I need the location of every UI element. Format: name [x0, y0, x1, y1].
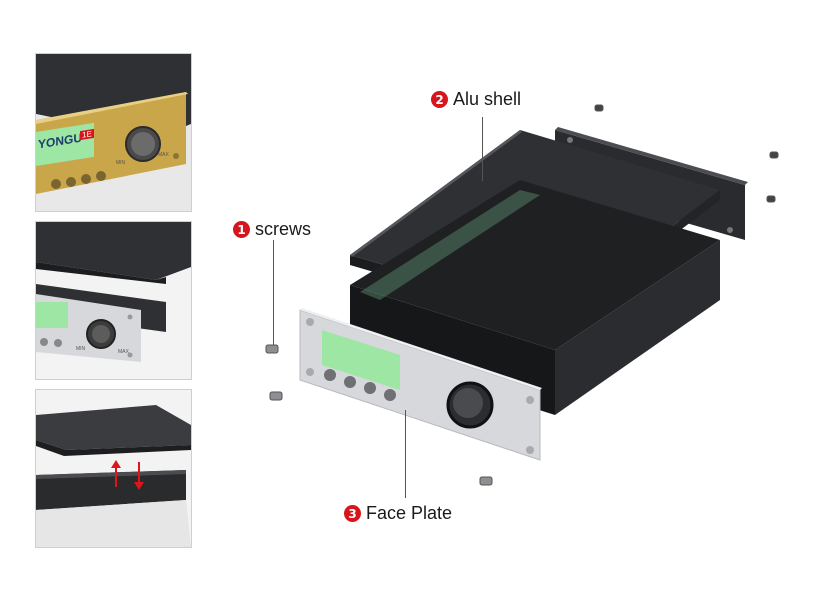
thumbnail-shell-slide — [35, 389, 192, 548]
callout-label: Face Plate — [366, 503, 453, 523]
knob-min-label: MIN — [76, 346, 86, 352]
screw-icon — [265, 104, 779, 486]
callout-label: screws — [255, 219, 312, 239]
leader-line-screws — [273, 240, 274, 345]
callout-number-badge: 1 — [233, 221, 250, 238]
callout-number-badge: 2 — [431, 91, 448, 108]
thumbnail-silver-assembly: MIN MAX — [35, 221, 192, 380]
leader-line-alu-shell — [482, 117, 483, 181]
knob-min-label: MIN — [116, 160, 126, 166]
leader-line-face-plate — [405, 410, 406, 498]
callout-screws: 1 screws — [233, 219, 311, 240]
thumbnail-gold-front: YONGU 1E MIN MAX — [35, 53, 192, 212]
callout-face-plate: 3 Face Plate — [344, 503, 452, 524]
knob-max-label: MAX — [118, 349, 129, 355]
callout-label: Alu shell — [453, 89, 522, 109]
callout-alu-shell: 2 Alu shell — [431, 89, 521, 110]
knob-max-label: MAX — [158, 152, 169, 158]
callout-number-badge: 3 — [344, 505, 361, 522]
exploded-enclosure-illustration — [265, 104, 779, 486]
